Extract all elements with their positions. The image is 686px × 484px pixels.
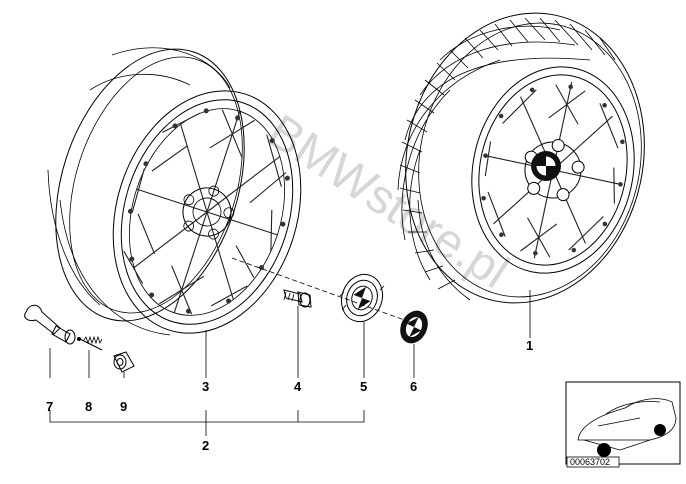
callout-7: 7 <box>46 399 53 414</box>
valve-cap[interactable] <box>113 351 135 373</box>
callout-5: 5 <box>360 379 367 394</box>
callout-3: 3 <box>202 379 209 394</box>
center-cap-logo-icon <box>531 151 561 181</box>
watermark-text: BMWstore.pl <box>258 105 517 299</box>
valve-insert[interactable] <box>77 335 103 351</box>
diagram-code: 00063702 <box>570 457 610 467</box>
alloy-rim[interactable] <box>23 25 331 358</box>
leader-lines <box>49 257 531 436</box>
hub-cap-with-base[interactable] <box>335 269 389 328</box>
vehicle-thumbnail: 00063702 <box>565 381 681 468</box>
wheel-bolt[interactable] <box>283 289 312 308</box>
emblem[interactable] <box>395 306 433 348</box>
callout-9: 9 <box>120 399 127 414</box>
callout-1: 1 <box>526 338 533 353</box>
complete-wheel[interactable] <box>379 0 671 325</box>
callout-8: 8 <box>85 399 92 414</box>
callout-6: 6 <box>410 379 417 394</box>
callout-4: 4 <box>294 379 302 394</box>
rubber-valve[interactable] <box>24 304 76 345</box>
callout-2: 2 <box>202 438 209 453</box>
